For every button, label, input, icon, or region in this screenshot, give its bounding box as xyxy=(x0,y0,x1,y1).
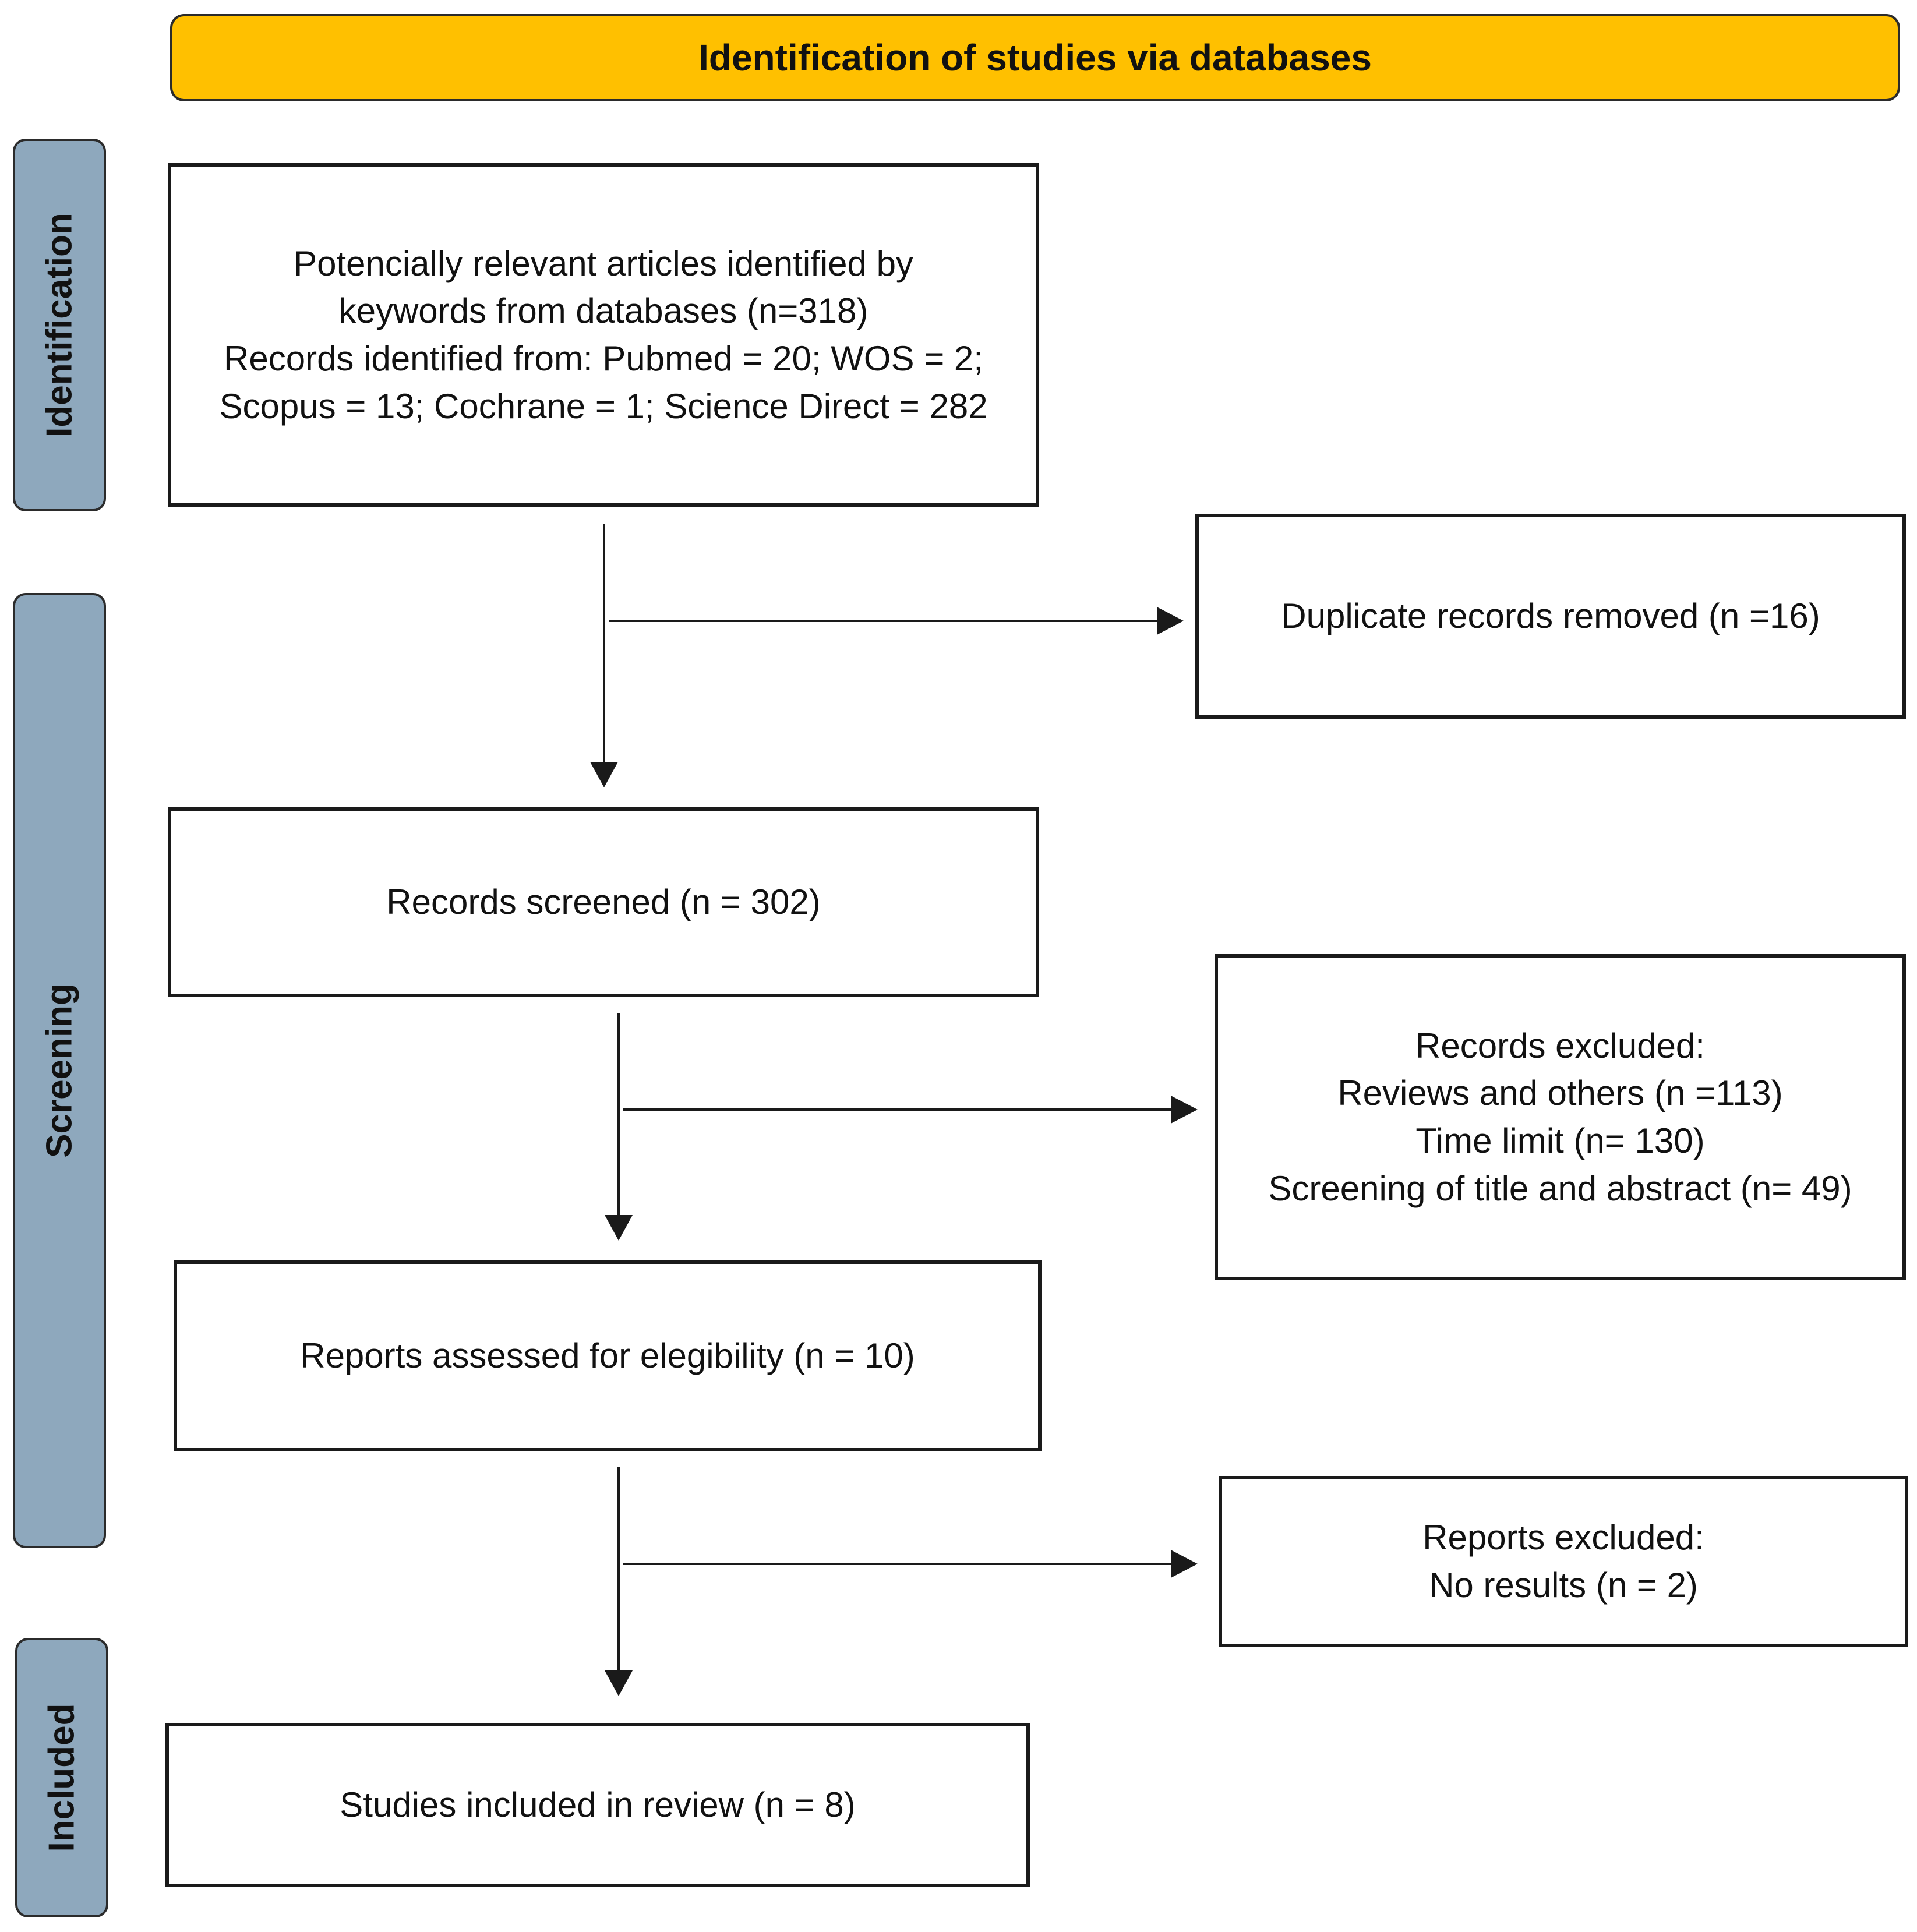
assessed-line-1: Reports assessed for elegibility (n = 10… xyxy=(300,1336,915,1376)
records-screened-box: Records screened (n = 302) xyxy=(168,807,1039,997)
studies-included-box: Studies included in review (n = 8) xyxy=(165,1723,1030,1887)
diagram-title: Identification of studies via databases xyxy=(698,37,1372,79)
records-excluded-line-3: Time limit (n= 130) xyxy=(1415,1121,1705,1160)
phase-screening: Screening xyxy=(13,593,106,1548)
screened-line-1: Records screened (n = 302) xyxy=(386,882,821,922)
records-excluded-line-2: Reviews and others (n =113) xyxy=(1337,1073,1783,1113)
reports-excluded-line-1: Reports excluded: xyxy=(1422,1518,1704,1557)
arrowhead-assessed xyxy=(605,1215,633,1241)
reports-excluded-line-2: No results (n = 2) xyxy=(1429,1566,1698,1605)
records-excluded-box: Records excluded: Reviews and others (n … xyxy=(1215,954,1906,1280)
phase-included: Included xyxy=(15,1638,108,1917)
identified-line-3: Records identified from: Pubmed = 20; WO… xyxy=(224,339,983,378)
duplicates-line-1: Duplicate records removed (n =16) xyxy=(1281,596,1820,636)
identified-records-box: Potencially relevant articles identified… xyxy=(168,163,1039,507)
arrowhead-screened xyxy=(590,762,618,787)
identified-line-4: Scopus = 13; Cochrane = 1; Science Direc… xyxy=(219,386,988,426)
arrowhead-included xyxy=(605,1670,633,1696)
records-excluded-line-1: Records excluded: xyxy=(1415,1026,1705,1065)
records-excluded-line-4: Screening of title and abstract (n= 49) xyxy=(1268,1168,1852,1208)
reports-assessed-box: Reports assessed for elegibility (n = 10… xyxy=(174,1260,1042,1451)
duplicates-removed-box: Duplicate records removed (n =16) xyxy=(1195,514,1906,719)
diagram-title-banner: Identification of studies via databases xyxy=(170,14,1900,101)
arrowhead-duplicates xyxy=(1157,607,1184,635)
identified-line-1: Potencially relevant articles identified… xyxy=(294,243,913,283)
arrowhead-records-excluded xyxy=(1171,1096,1198,1124)
included-line-1: Studies included in review (n = 8) xyxy=(340,1785,856,1825)
phase-identification: Identification xyxy=(13,139,106,511)
reports-excluded-box: Reports excluded: No results (n = 2) xyxy=(1219,1476,1908,1647)
arrowhead-reports-excluded xyxy=(1171,1550,1198,1578)
identified-line-2: keywords from databases (n=318) xyxy=(338,291,869,331)
